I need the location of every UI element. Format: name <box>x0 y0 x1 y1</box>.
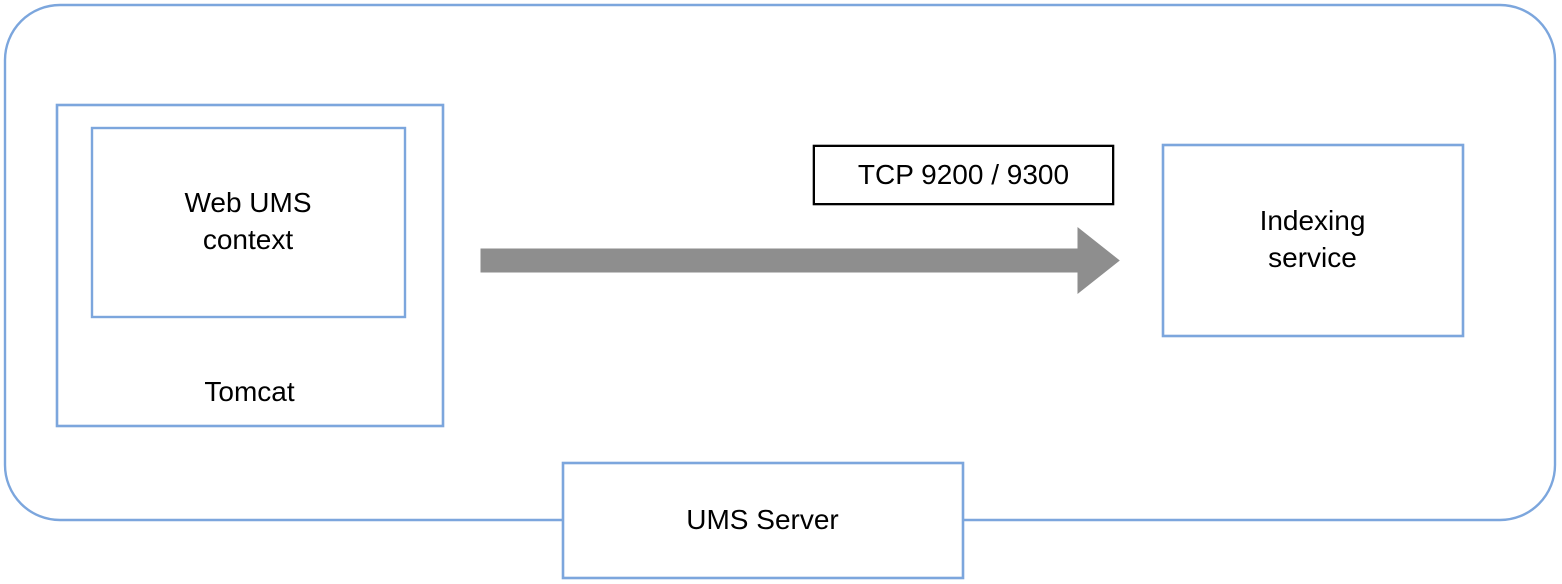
web-ums-context-box[interactable] <box>90 126 407 319</box>
tcp-ports-label: TCP 9200 / 9300 <box>815 147 1112 203</box>
tcp-connection-arrow[interactable] <box>480 226 1120 295</box>
indexing-service-box[interactable] <box>1161 143 1465 338</box>
ums-server-box[interactable] <box>561 461 965 580</box>
